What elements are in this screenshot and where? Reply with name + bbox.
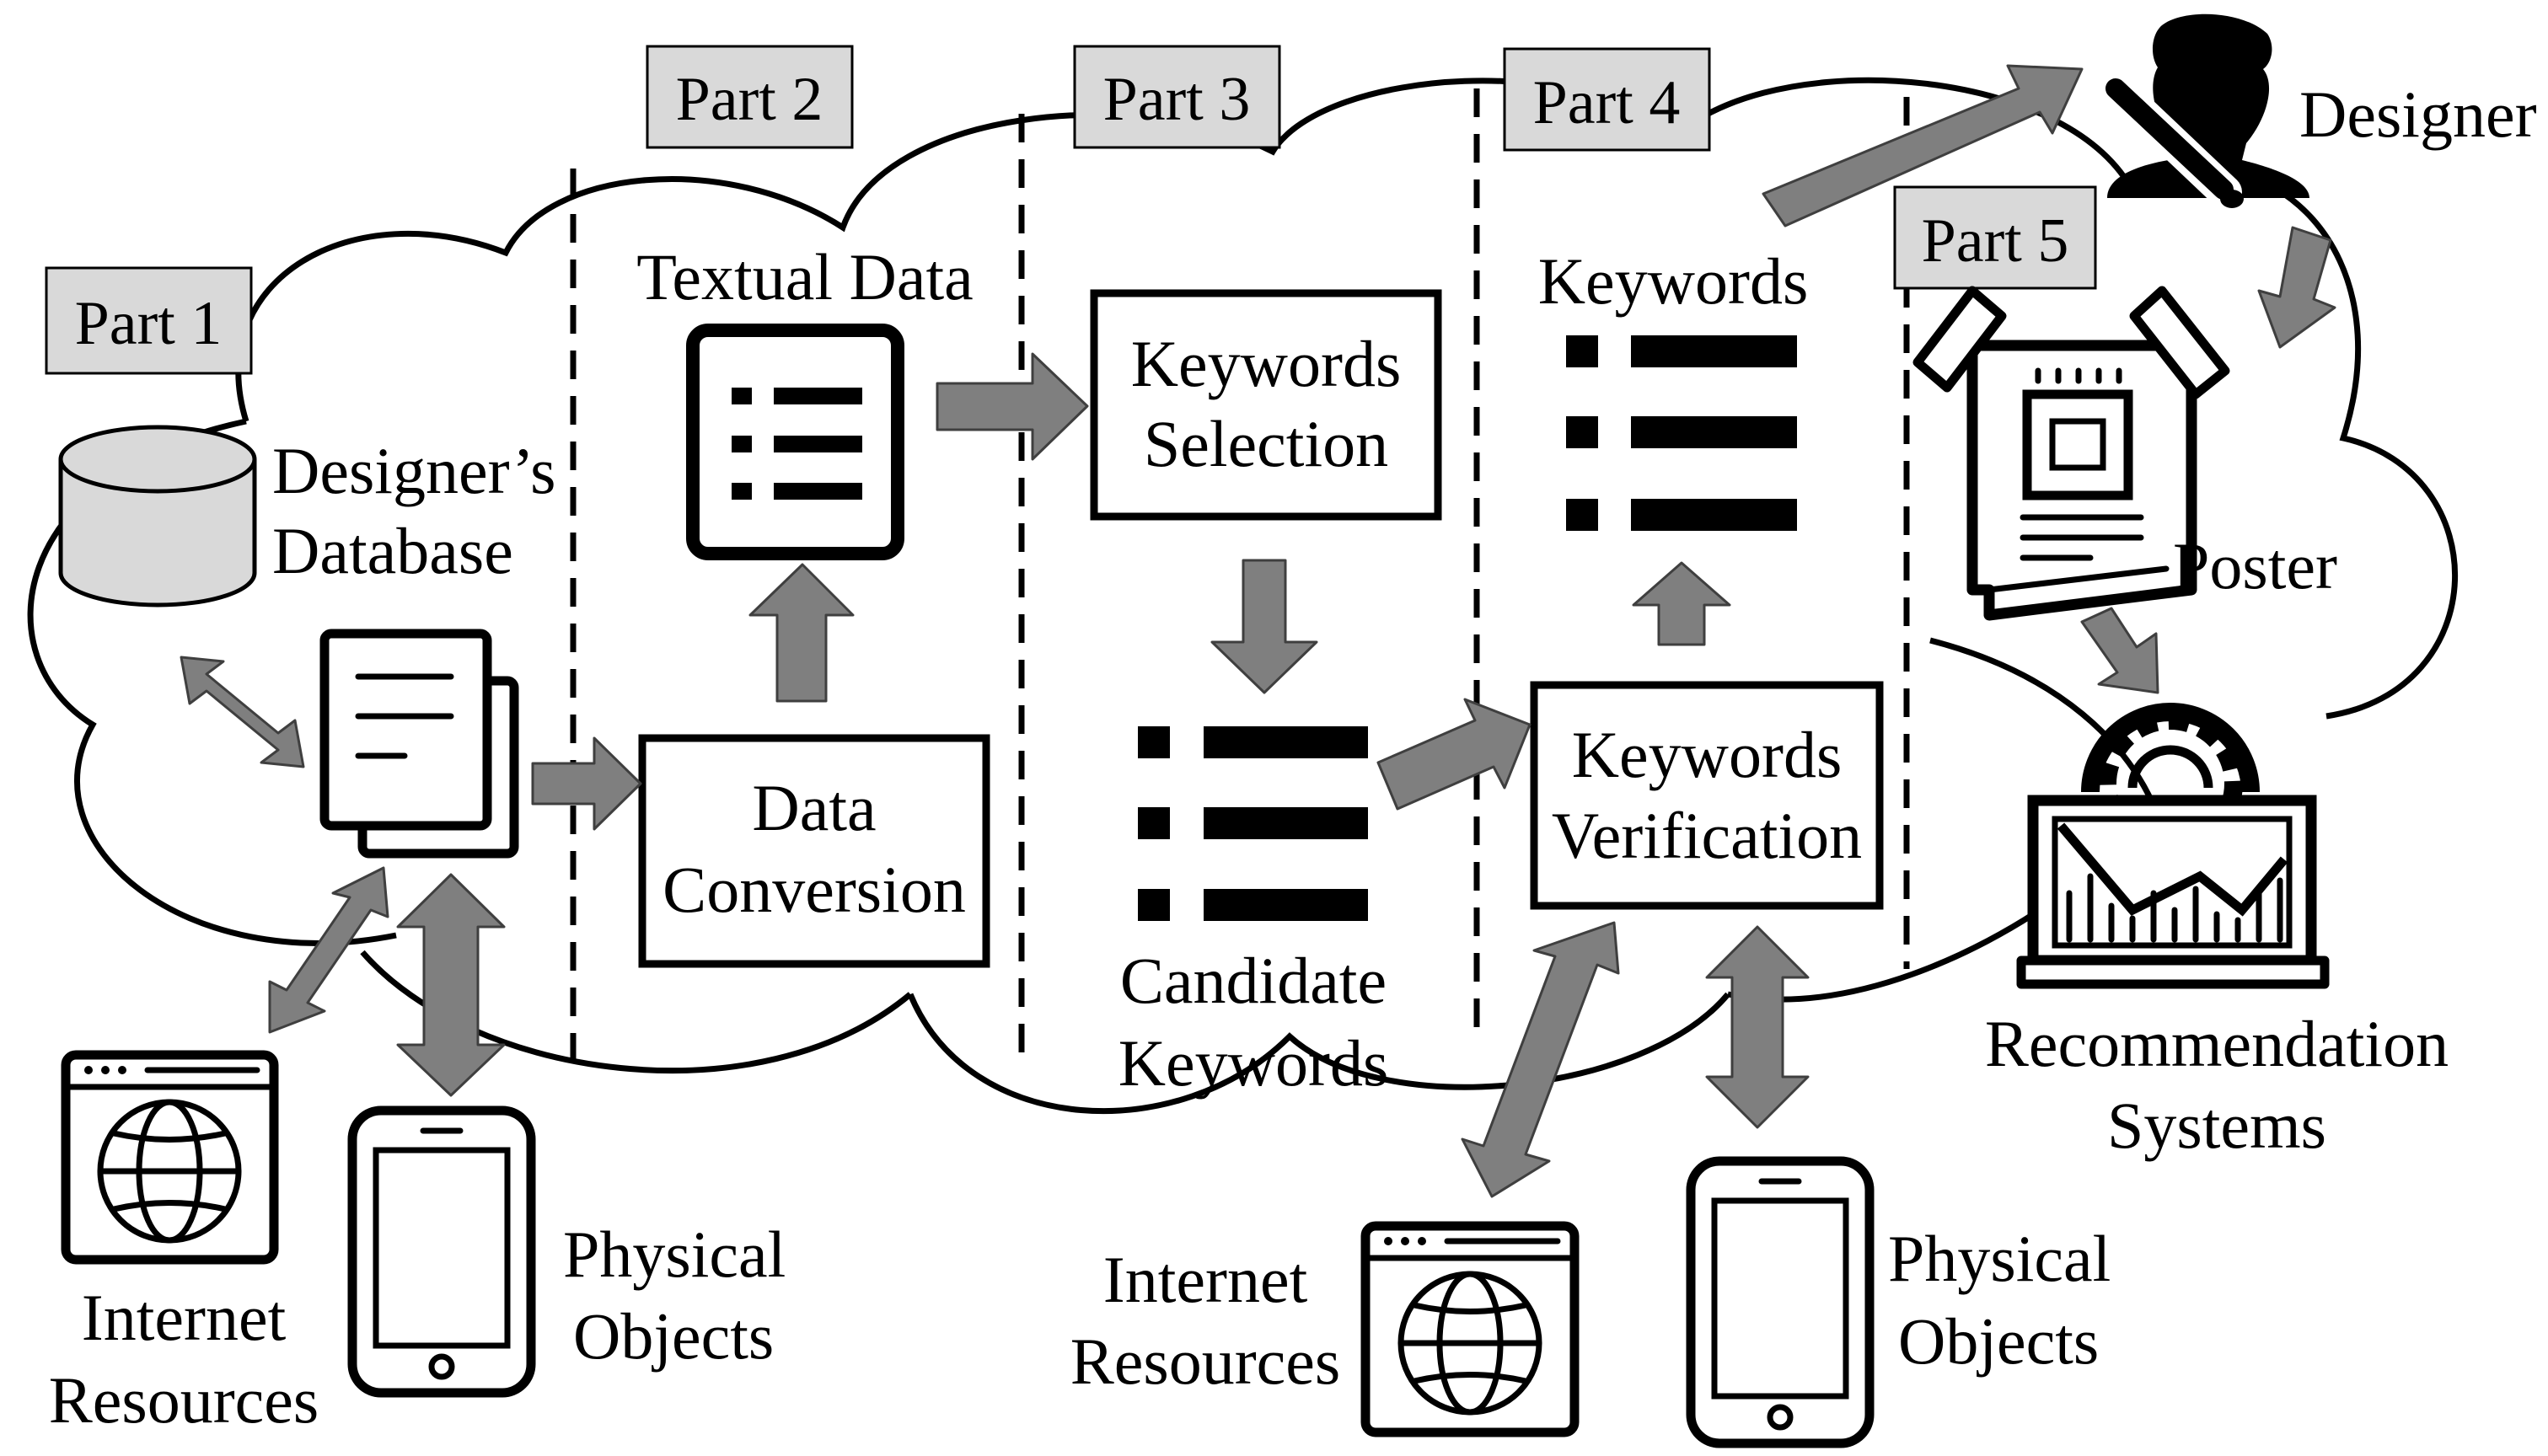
part-2-box: Part 2 bbox=[646, 45, 854, 149]
physical-objects-left-label-1: Physical bbox=[563, 1218, 786, 1291]
internet-resources-right-label-2: Resources bbox=[1070, 1325, 1341, 1398]
designers-database-label-1: Designer’s bbox=[272, 434, 556, 507]
arrow-conversion-textual bbox=[748, 563, 855, 703]
person-brush-icon bbox=[2095, 13, 2309, 209]
keywords-selection-label-2: Selection bbox=[1144, 407, 1388, 480]
documents-icon bbox=[319, 629, 519, 859]
arrow-selection-candidate bbox=[1210, 559, 1318, 694]
arrow-textual-selection bbox=[936, 352, 1089, 461]
arrow-documents-internet-left bbox=[268, 866, 389, 1034]
part-5-label: Part 5 bbox=[1922, 206, 2069, 276]
textual-data-label: Textual Data bbox=[636, 240, 974, 313]
keywords-selection-box: Keywords Selection bbox=[1090, 289, 1442, 521]
arrow-designer-poster bbox=[2257, 226, 2336, 349]
designers-database-label-2: Database bbox=[272, 514, 513, 587]
candidate-keywords-list-icon bbox=[1138, 726, 1368, 921]
data-conversion-label-2: Conversion bbox=[662, 853, 966, 926]
browser-globe-icon bbox=[1360, 1221, 1580, 1437]
list-document-icon bbox=[686, 324, 904, 560]
keywords-verification-label-2: Verification bbox=[1552, 799, 1862, 872]
candidate-keywords-label-2: Keywords bbox=[1118, 1026, 1389, 1100]
keywords-selection-label-1: Keywords bbox=[1131, 327, 1402, 400]
arrow-poster-recommendation bbox=[2080, 607, 2159, 694]
data-conversion-box: Data Conversion bbox=[638, 734, 990, 968]
smartphone-icon bbox=[1686, 1156, 1875, 1448]
internet-resources-left-label-2: Resources bbox=[49, 1363, 319, 1437]
flow-arrows bbox=[180, 64, 2336, 1198]
keywords-verification-label-1: Keywords bbox=[1572, 718, 1843, 791]
keywords-list-icon bbox=[1566, 335, 1797, 531]
smartphone-icon bbox=[347, 1105, 536, 1398]
laptop-gear-chart-icon bbox=[2016, 703, 2330, 989]
poster-icon bbox=[1912, 286, 2230, 621]
part-2-label: Part 2 bbox=[676, 65, 823, 134]
internet-resources-right-label-1: Internet bbox=[1103, 1243, 1308, 1316]
arrow-documents-physical-left bbox=[396, 873, 506, 1097]
poster-label: Poster bbox=[2173, 529, 2337, 602]
physical-objects-left-label-2: Objects bbox=[573, 1299, 774, 1373]
keywords-label: Keywords bbox=[1538, 244, 1809, 318]
part-1-box: Part 1 bbox=[45, 266, 253, 375]
arrow-candidate-verification bbox=[1376, 698, 1531, 811]
arrow-verification-keywords bbox=[1632, 561, 1731, 646]
database-icon bbox=[58, 425, 257, 608]
part-4-label: Part 4 bbox=[1533, 68, 1681, 137]
part-5-box: Part 5 bbox=[1893, 185, 2097, 290]
arrow-verification-internet-right bbox=[1461, 921, 1620, 1198]
arrow-verification-physical-right bbox=[1705, 925, 1810, 1129]
physical-objects-right-label-1: Physical bbox=[1888, 1222, 2111, 1295]
candidate-keywords-label-1: Candidate bbox=[1120, 944, 1387, 1017]
arrow-documents-conversion bbox=[531, 736, 642, 831]
arrow-keywords-designer bbox=[1762, 64, 2084, 228]
keywords-verification-box: Keywords Verification bbox=[1530, 681, 1884, 910]
designer-label: Designer bbox=[2299, 78, 2537, 151]
part-3-label: Part 3 bbox=[1103, 65, 1251, 134]
internet-resources-left-label-1: Internet bbox=[82, 1281, 287, 1354]
arrow-database-documents bbox=[180, 656, 305, 768]
part-3-box: Part 3 bbox=[1073, 45, 1281, 149]
part-1-label: Part 1 bbox=[75, 289, 223, 358]
part-4-box: Part 4 bbox=[1503, 47, 1711, 152]
browser-globe-icon bbox=[61, 1050, 279, 1265]
recommendation-systems-label-1: Recommendation bbox=[1985, 1007, 2449, 1080]
physical-objects-right-label-2: Objects bbox=[1898, 1304, 2099, 1378]
recommendation-systems-label-2: Systems bbox=[2107, 1089, 2326, 1162]
data-conversion-label-1: Data bbox=[752, 771, 876, 844]
